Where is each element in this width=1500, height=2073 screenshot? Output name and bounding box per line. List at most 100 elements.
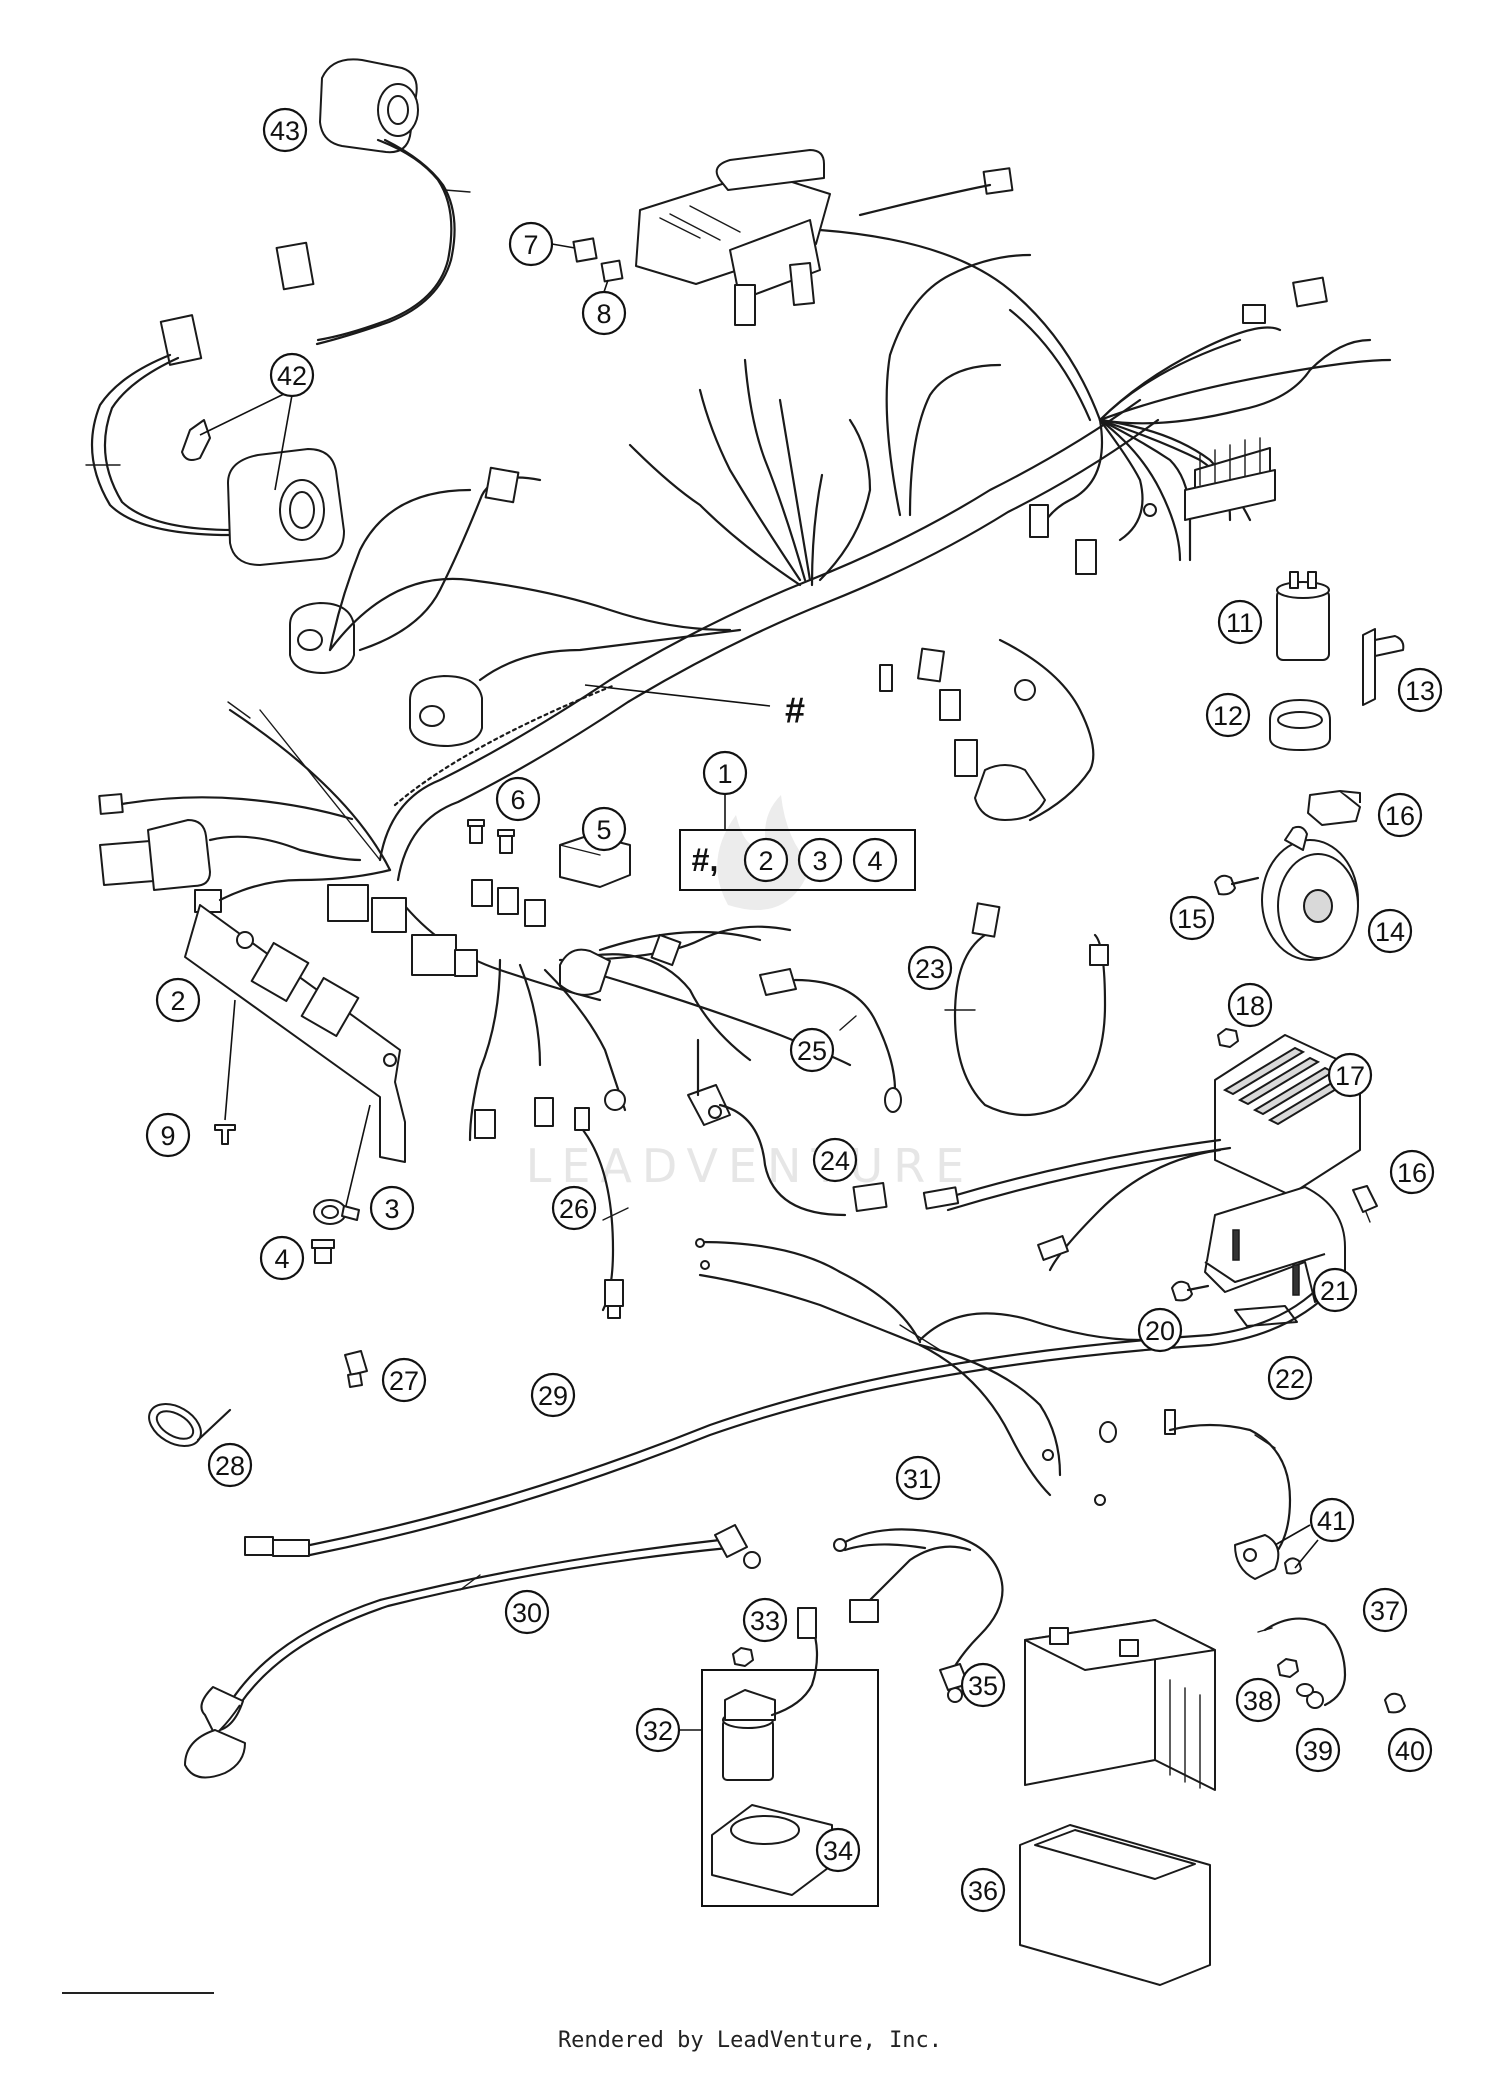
svg-text:40: 40 (1395, 1736, 1425, 1766)
svg-text:27: 27 (389, 1366, 419, 1396)
callout-2: 2 (155, 977, 201, 1023)
svg-text:8: 8 (596, 299, 611, 329)
callout-6: 6 (495, 776, 541, 822)
kit-item-4: 4 (867, 846, 882, 876)
svg-text:21: 21 (1320, 1276, 1350, 1306)
callout-20: 20 (1137, 1307, 1183, 1353)
svg-text:15: 15 (1177, 904, 1207, 934)
nut-18 (1217, 1028, 1239, 1048)
pad-22 (1234, 1305, 1298, 1327)
fuse-6 (467, 819, 515, 854)
callout-39: 39 (1295, 1727, 1341, 1773)
battery-tray-36 (1019, 1824, 1211, 1986)
kit-item-2: 2 (758, 846, 773, 876)
callout-1: 1 (702, 750, 748, 796)
callout-4: 4 (259, 1235, 305, 1281)
bolt-15 (1214, 874, 1260, 896)
washer-39 (1296, 1683, 1314, 1697)
callout-17: 17 (1327, 1052, 1373, 1098)
fuse-7 (572, 237, 598, 263)
hash-callout: # (785, 690, 805, 731)
svg-text:29: 29 (538, 1381, 568, 1411)
handlebar-switch-42 (85, 314, 345, 566)
capacitor-11 (1276, 571, 1330, 661)
callout-labels: 1 2 3 4 5 6 7 8 9 11 12 13 14 15 16 16 1… (145, 107, 1443, 1913)
callout-16b: 16 (1389, 1149, 1435, 1195)
svg-text:38: 38 (1243, 1686, 1273, 1716)
svg-text:32: 32 (643, 1716, 673, 1746)
svg-text:11: 11 (1226, 608, 1254, 638)
svg-text:30: 30 (512, 1598, 542, 1628)
callout-42: 42 (269, 352, 315, 398)
callout-14: 14 (1367, 908, 1413, 954)
svg-text:31: 31 (903, 1464, 933, 1494)
battery-35 (1024, 1619, 1216, 1791)
kit-item-1: #, 2 3 4 (679, 794, 916, 891)
cable-31 (833, 1528, 1004, 1703)
svg-text:20: 20 (1145, 1316, 1175, 1346)
callout-7: 7 (508, 221, 554, 267)
callout-23: 23 (907, 945, 953, 991)
handlebar-switch-43 (275, 58, 471, 346)
svg-text:16: 16 (1397, 1158, 1427, 1188)
callout-36: 36 (960, 1867, 1006, 1913)
footer-credit: Rendered by LeadVenture, Inc. (557, 2028, 943, 2053)
svg-text:17: 17 (1335, 1061, 1365, 1091)
svg-text:42: 42 (277, 361, 307, 391)
svg-text:18: 18 (1235, 991, 1265, 1021)
kit-item-3: 3 (812, 846, 827, 876)
svg-text:28: 28 (215, 1451, 245, 1481)
callout-21: 21 (1312, 1267, 1358, 1313)
regulator-bracket-21 (1204, 1186, 1346, 1303)
callout-29: 29 (530, 1372, 576, 1418)
clip-16-top (1307, 790, 1361, 826)
screw-20 (1171, 1280, 1210, 1302)
svg-text:9: 9 (160, 1121, 175, 1151)
kit-hash: #, (692, 842, 719, 878)
cable-37 (1257, 1617, 1347, 1709)
callout-43: 43 (262, 107, 308, 153)
callout-31: 31 (895, 1455, 941, 1501)
svg-text:26: 26 (559, 1194, 589, 1224)
cable-strap-13 (1362, 628, 1405, 706)
svg-text:35: 35 (968, 1671, 998, 1701)
callout-9: 9 (145, 1112, 191, 1158)
callout-22: 22 (1267, 1355, 1313, 1401)
callout-32: 32 (635, 1707, 702, 1753)
callout-16a: 16 (1377, 792, 1423, 838)
svg-text:2: 2 (170, 986, 185, 1016)
svg-text:24: 24 (820, 1146, 850, 1176)
callout-15: 15 (1169, 895, 1215, 941)
callout-35: 35 (960, 1662, 1006, 1708)
corrugated-conduit (393, 683, 617, 807)
watermark: LEADVENTURE (526, 795, 964, 1193)
callout-27: 27 (381, 1357, 427, 1403)
callout-30: 30 (504, 1589, 550, 1635)
svg-text:4: 4 (274, 1244, 289, 1274)
grommet-3 (313, 1199, 360, 1225)
svg-text:12: 12 (1213, 701, 1243, 731)
callout-33: 33 (742, 1597, 788, 1643)
svg-text:1: 1 (717, 759, 732, 789)
callout-12: 12 (1205, 692, 1251, 738)
callout-38: 38 (1235, 1677, 1281, 1723)
svg-text:33: 33 (750, 1606, 780, 1636)
svg-text:3: 3 (384, 1194, 399, 1224)
callout-34: 34 (815, 1827, 861, 1873)
sensor-25 (759, 968, 902, 1113)
svg-text:16: 16 (1385, 801, 1415, 831)
callout-18: 18 (1227, 982, 1273, 1028)
svg-text:14: 14 (1375, 917, 1405, 947)
holder-12 (1269, 699, 1331, 751)
callout-13: 13 (1397, 667, 1443, 713)
voltage-regulator-17 (922, 1034, 1361, 1272)
cable-tie-28 (148, 1403, 232, 1447)
battery-cable-30 (184, 1524, 761, 1779)
callout-28: 28 (207, 1442, 253, 1488)
screw-40 (1384, 1692, 1406, 1714)
svg-text:7: 7 (523, 230, 538, 260)
starter-relay-32 (722, 1607, 819, 1781)
switch-24 (687, 1038, 888, 1217)
callout-37: 37 (1362, 1587, 1408, 1633)
